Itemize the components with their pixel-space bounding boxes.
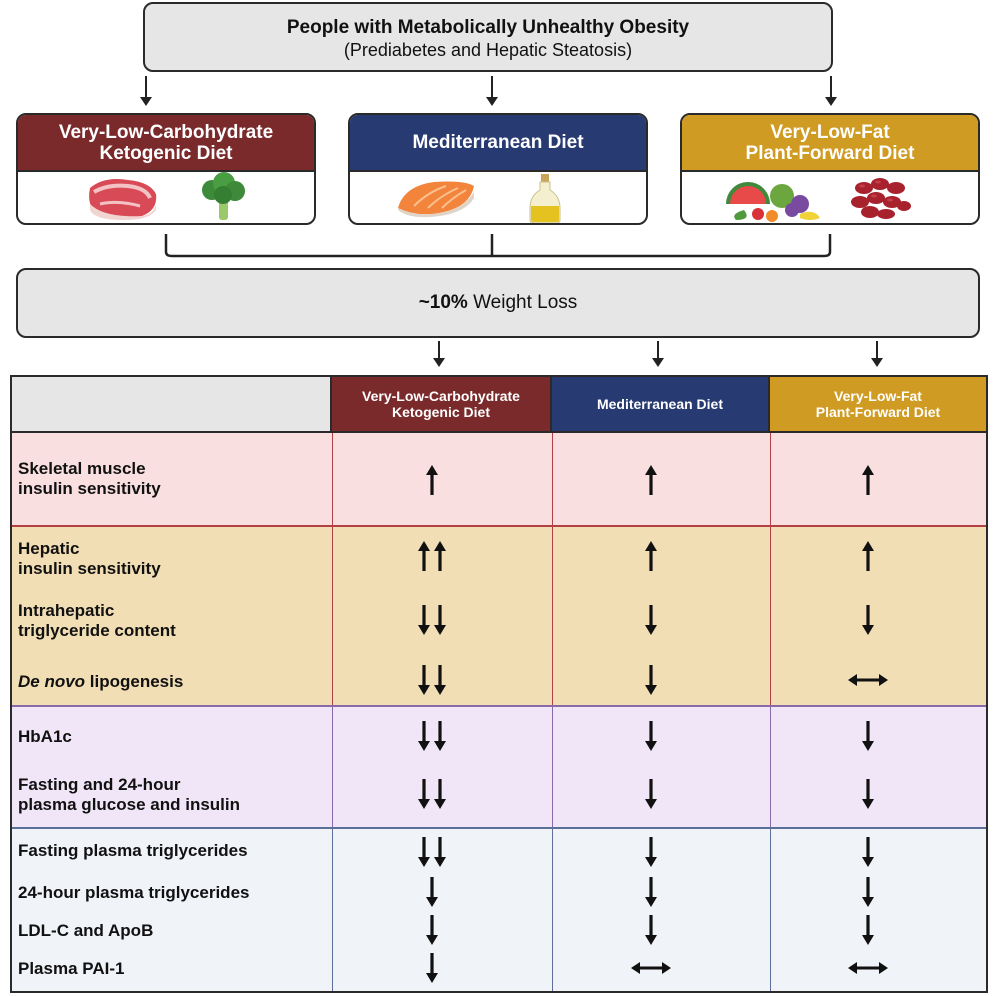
arrow-down-icon xyxy=(140,76,152,106)
arrow-down-icon xyxy=(846,913,890,952)
arrow-down-icon xyxy=(846,777,890,816)
arrow-down-icon xyxy=(846,603,890,642)
double-headed-arrow-icon xyxy=(629,951,673,990)
arrow-up-icon xyxy=(846,539,890,578)
double-headed-arrow-icon xyxy=(846,663,890,702)
diet-name-line2: Ketogenic Diet xyxy=(99,142,233,164)
arrow-down-icon xyxy=(629,777,673,816)
table-row xyxy=(12,719,986,755)
table-row xyxy=(12,663,986,699)
kidney-beans-icon xyxy=(851,178,911,219)
arrow-down-icon xyxy=(846,875,890,914)
arrow-down-icon xyxy=(629,913,673,952)
fruits-vegetables-icon xyxy=(726,182,820,222)
table-row xyxy=(12,463,986,499)
double-arrow-down-icon xyxy=(410,719,454,758)
combine-bracket xyxy=(164,234,832,258)
table-row-label: Fasting plasma triglycerides xyxy=(18,841,248,860)
arrow-down-icon xyxy=(410,913,454,952)
table-header-line2: Ketogenic Diet xyxy=(391,404,490,420)
table-row-label: Plasma PAI-1 xyxy=(18,959,125,978)
arrow-down-icon xyxy=(486,76,498,106)
arrow-up-icon xyxy=(846,463,890,502)
weight-loss-percent: ~10% xyxy=(418,292,468,313)
table-row xyxy=(12,875,986,909)
double-arrow-down-icon xyxy=(410,835,454,874)
diet-card-mediterranean: Mediterranean Diet xyxy=(348,113,648,225)
salmon-icon xyxy=(398,181,474,218)
double-arrow-down-icon xyxy=(410,603,454,642)
arrow-down-icon xyxy=(846,719,890,758)
arrow-down-icon xyxy=(871,341,883,367)
table-row xyxy=(12,913,986,947)
arrow-down-icon xyxy=(410,951,454,990)
diet-card-header: Mediterranean Diet xyxy=(350,115,646,172)
weight-loss-box: ~10% Weight Loss xyxy=(16,268,980,338)
population-box: People with Metabolically Unhealthy Obes… xyxy=(143,2,833,72)
diet-name-line1: Very-Low-Carbohydrate xyxy=(58,121,274,143)
table-header-line1: Very-Low-Carbohydrate xyxy=(362,388,520,404)
broccoli-icon xyxy=(202,172,245,220)
table-row xyxy=(12,951,986,985)
table-header-line1: Very-Low-Fat xyxy=(834,388,922,404)
table-header-line2: Plant-Forward Diet xyxy=(815,404,941,420)
arrow-down-icon xyxy=(629,875,673,914)
table-row xyxy=(12,777,986,813)
double-arrow-down-icon xyxy=(410,777,454,816)
table-row xyxy=(12,835,986,869)
population-title: People with Metabolically Unhealthy Obes… xyxy=(286,17,690,38)
population-subtitle: (Prediabetes and Hepatic Steatosis) xyxy=(343,40,633,60)
table-row xyxy=(12,603,986,639)
table-row-label: HbA1c xyxy=(18,727,72,746)
arrow-down-icon xyxy=(629,719,673,758)
table-row-label: 24-hour plasma triglycerides xyxy=(18,883,250,902)
double-headed-arrow-icon xyxy=(846,951,890,990)
olive-oil-icon xyxy=(529,174,561,223)
arrow-down-icon xyxy=(825,76,837,106)
arrow-down-icon xyxy=(629,835,673,874)
diet-name-line1: Very-Low-Fat xyxy=(770,121,890,143)
diet-name-line1: Mediterranean Diet xyxy=(412,132,584,153)
double-arrow-up-icon xyxy=(410,539,454,578)
arrow-down-icon xyxy=(629,603,673,642)
arrow-down-icon xyxy=(846,835,890,874)
table-row-label: De novo lipogenesis xyxy=(18,672,184,691)
arrow-down-icon xyxy=(629,663,673,702)
arrow-up-icon xyxy=(629,539,673,578)
table-header-blank xyxy=(12,377,332,433)
table-row-label: LDL-C and ApoB xyxy=(18,921,154,940)
arrow-up-icon xyxy=(410,463,454,502)
double-arrow-down-icon xyxy=(410,663,454,702)
table-section-lipids: Fasting plasma triglycerides 24-hour pla… xyxy=(12,829,986,991)
arrow-down-icon xyxy=(652,341,664,367)
table-row xyxy=(12,539,986,575)
weight-loss-label: Weight Loss xyxy=(467,292,578,313)
table-header-mediterranean: Mediterranean Diet xyxy=(552,377,770,433)
steak-icon xyxy=(89,179,157,220)
arrow-down-icon xyxy=(433,341,445,367)
arrow-down-icon xyxy=(410,875,454,914)
table-header-line1: Mediterranean Diet xyxy=(596,396,724,412)
diet-name-line2: Plant-Forward Diet xyxy=(745,142,915,164)
arrow-up-icon xyxy=(629,463,673,502)
